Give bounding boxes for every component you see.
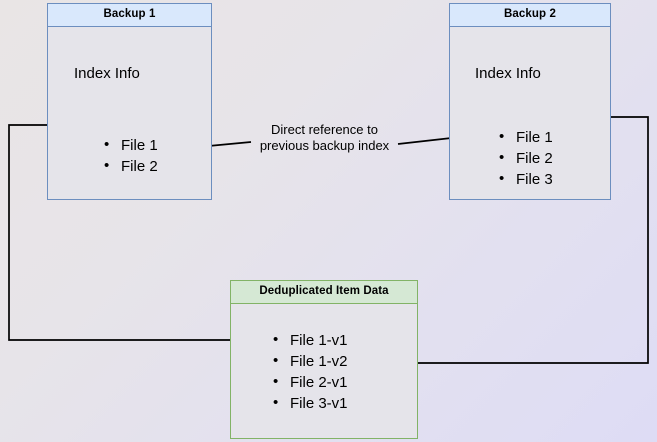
backup-2-file-list: File 1 File 2 File 3 bbox=[499, 126, 553, 190]
node-backup-2-body: Index Info File 1 File 2 File 3 bbox=[450, 27, 610, 199]
list-item: File 3 bbox=[499, 168, 553, 190]
backup-1-index-info-title: Index Info bbox=[74, 65, 140, 82]
list-item: File 1 bbox=[104, 134, 158, 156]
backup-1-file-list: File 1 File 2 bbox=[104, 134, 158, 177]
list-item: File 1 bbox=[499, 126, 553, 148]
node-backup-2-header: Backup 2 bbox=[450, 4, 610, 27]
node-backup-1[interactable]: Backup 1 Index Info File 1 File 2 bbox=[47, 3, 212, 200]
list-item: File 2 bbox=[499, 147, 553, 169]
node-backup-1-header: Backup 1 bbox=[48, 4, 211, 27]
list-item: File 2-v1 bbox=[273, 371, 348, 393]
node-backup-1-body: Index Info File 1 File 2 bbox=[48, 27, 211, 199]
node-deduplicated-item-data-header: Deduplicated Item Data bbox=[231, 281, 417, 304]
edge-label-direct-reference: Direct reference to previous backup inde… bbox=[259, 122, 390, 153]
backup-2-index-info-title: Index Info bbox=[475, 65, 541, 82]
list-item: File 1-v2 bbox=[273, 350, 348, 372]
list-item: File 2 bbox=[104, 155, 158, 177]
node-deduplicated-item-data[interactable]: Deduplicated Item Data File 1-v1 File 1-… bbox=[230, 280, 418, 439]
list-item: File 1-v1 bbox=[273, 329, 348, 351]
node-backup-2[interactable]: Backup 2 Index Info File 1 File 2 File 3 bbox=[449, 3, 611, 200]
node-deduplicated-item-data-body: File 1-v1 File 1-v2 File 2-v1 File 3-v1 bbox=[231, 304, 417, 438]
list-item: File 3-v1 bbox=[273, 392, 348, 414]
dedup-file-list: File 1-v1 File 1-v2 File 2-v1 File 3-v1 bbox=[273, 329, 348, 414]
